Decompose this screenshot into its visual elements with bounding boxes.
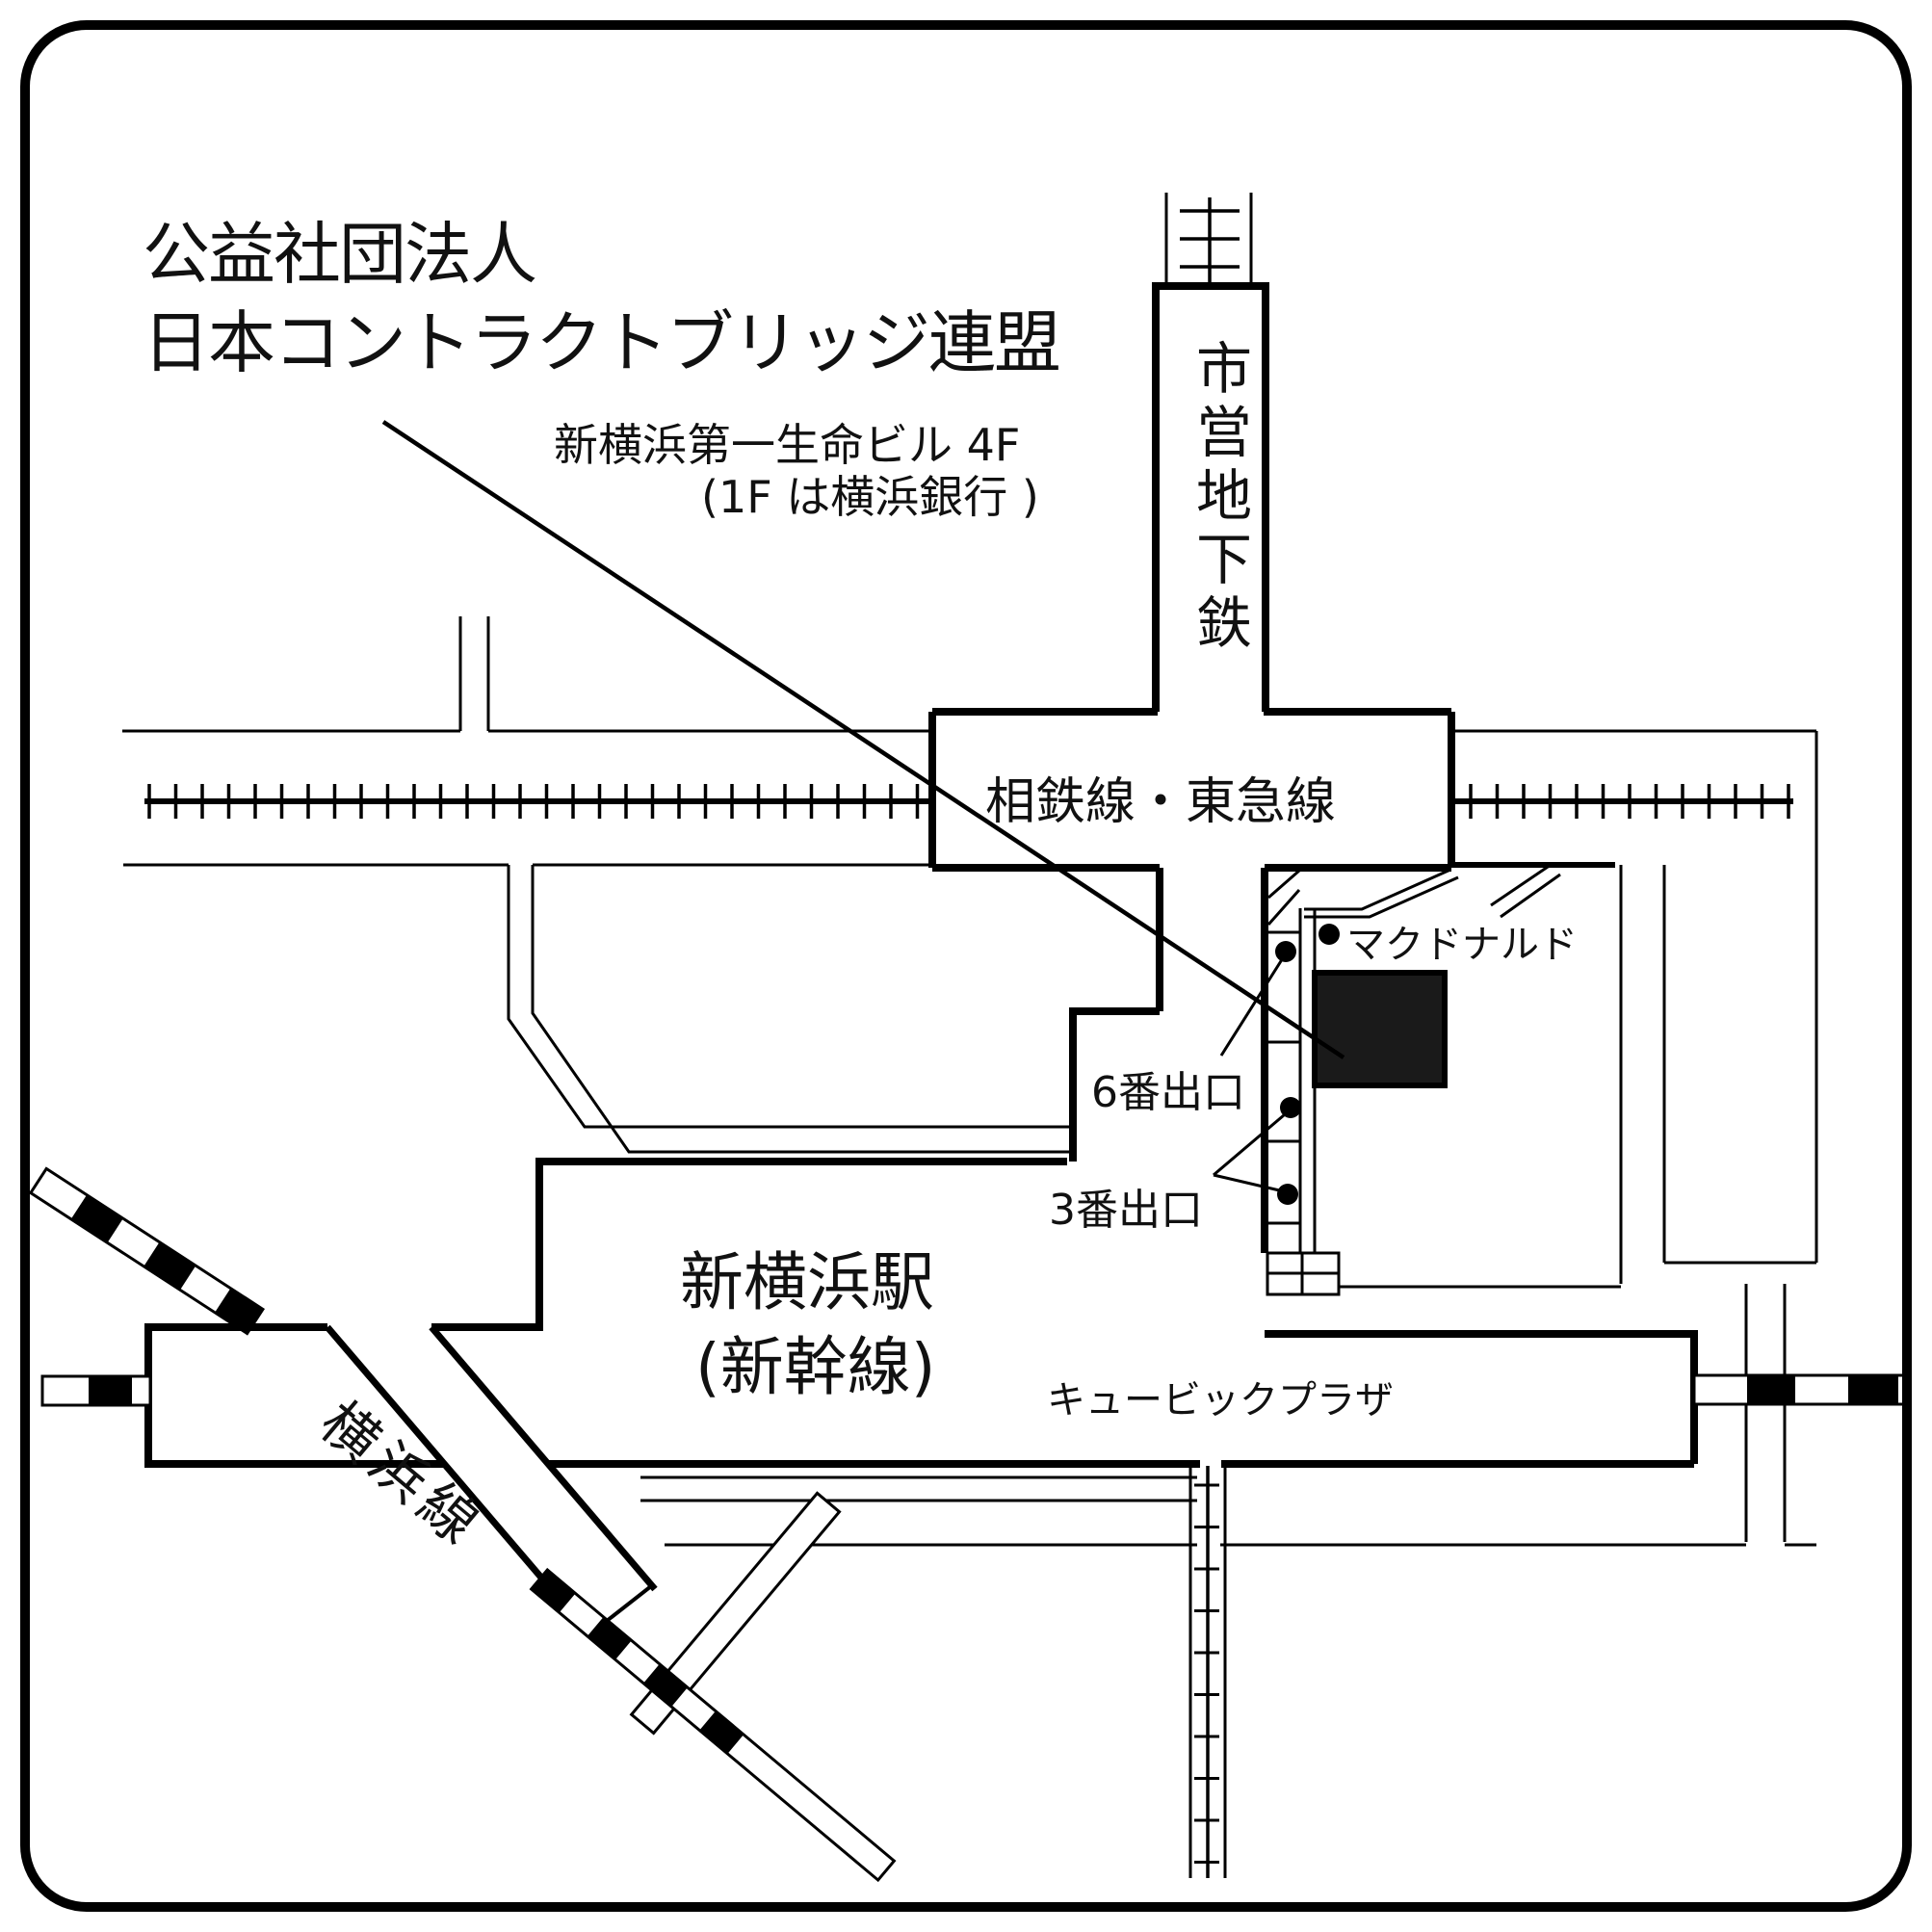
exit-leader-lines: [1213, 953, 1292, 1194]
station-walkway: [1304, 863, 1561, 919]
address-line1: 新横浜第一生命ビル 4F: [554, 419, 1021, 471]
east-rail-stub: [1692, 1373, 1910, 1406]
subway-label: 市営地下鉄: [1187, 339, 1252, 657]
street-bottom: [640, 1475, 1816, 1547]
street-a: [458, 616, 490, 731]
north-road: [1164, 193, 1253, 286]
railway-ticks-right: [1469, 784, 1790, 819]
subway-ties-south: [1194, 1483, 1219, 1864]
exit6-dot: [1275, 941, 1296, 962]
sw-road-band: [629, 1491, 842, 1736]
map-border: [20, 20, 1912, 1912]
subway-ties-north: [1180, 209, 1240, 269]
org-name-line2: 日本コントラクトブリッジ連盟: [143, 303, 1061, 382]
street-bend: [507, 865, 1071, 1154]
exit3-dot-upper: [1280, 1097, 1301, 1118]
org-name-line1: 公益社団法人: [143, 215, 537, 294]
exit-grid-divider: [1267, 1253, 1339, 1294]
exit3-label: 3番出口: [1049, 1186, 1203, 1235]
cubic-plaza-label: キュービックプラザ: [1047, 1378, 1394, 1423]
striped-rail-bands: [28, 1166, 1910, 1883]
title-pointer-line: [381, 420, 1345, 1059]
stair-hatch: [1266, 869, 1301, 926]
mcdonalds-label: マクドナルド: [1346, 923, 1578, 967]
exit6-label: 6番出口: [1091, 1068, 1245, 1117]
street-bottom-east: [1744, 1284, 1787, 1542]
destination-building: [1312, 970, 1448, 1088]
middle-block: [1069, 1007, 1160, 1162]
cubic-plaza-box: [1265, 1330, 1698, 1464]
station-box: [928, 708, 1455, 872]
west-rail-stub: [40, 1374, 152, 1407]
yokohama-line-nw-band: [28, 1166, 266, 1336]
street-east: [1619, 731, 1818, 1284]
exit-stair-column: [1265, 908, 1302, 1252]
railway-ticks-left: [147, 784, 920, 819]
yokohama-line-se-band: [529, 1567, 897, 1883]
railways: [144, 197, 1793, 1878]
mcdonalds-dot: [1318, 924, 1340, 945]
sotetsu-tokyu-label: 相鉄線・東急線: [985, 773, 1337, 831]
shin-yokohama-label-line1: 新横浜駅: [680, 1245, 934, 1319]
address-line2: (1F は横浜銀行 ): [701, 471, 1039, 523]
exits-road: [1156, 868, 1268, 1253]
south-rail-road: [1188, 1466, 1227, 1878]
exit-markers: [1213, 924, 1340, 1205]
exit3-dot-lower: [1277, 1184, 1298, 1205]
subway-corridor-box: [1152, 282, 1269, 712]
shin-yokohama-label-line2: (新幹線): [695, 1330, 936, 1404]
